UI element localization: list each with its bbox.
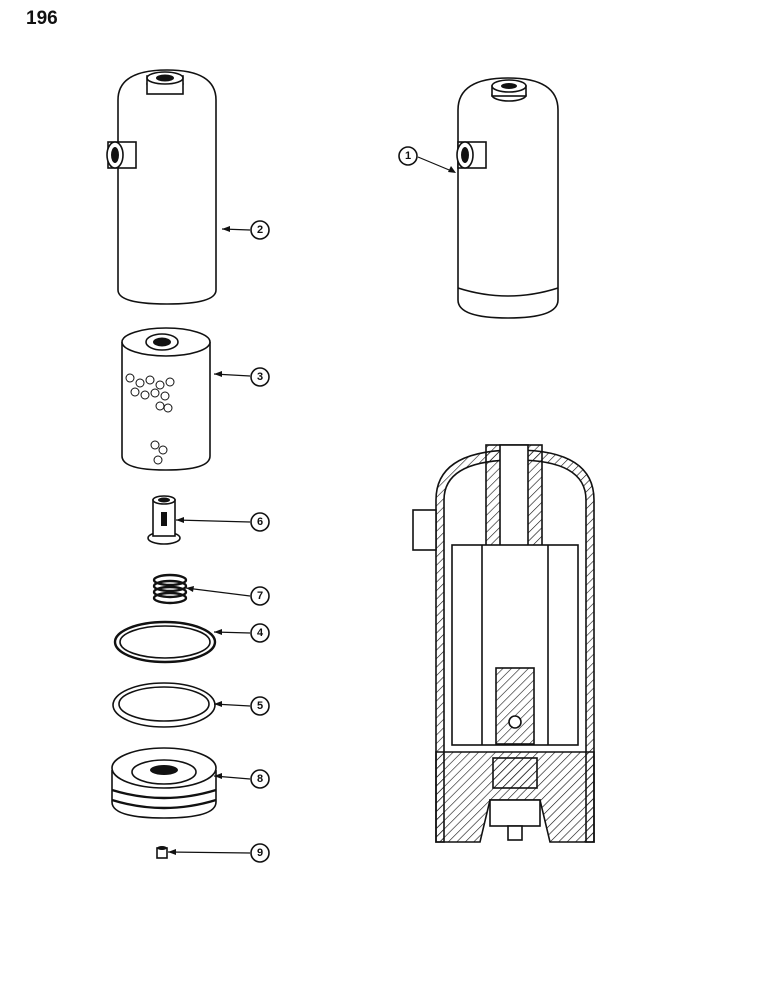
page-number: 196 [26, 8, 58, 29]
callout-7: 7 [250, 586, 270, 606]
spring [152, 573, 188, 605]
svg-text:7: 7 [257, 590, 263, 602]
cross-section-view [412, 444, 595, 843]
svg-text:6: 6 [257, 516, 263, 528]
gasket [112, 682, 216, 728]
callout-1: 1 [398, 146, 418, 166]
filter-element [121, 327, 211, 471]
svg-text:4: 4 [257, 627, 264, 639]
svg-text:9: 9 [257, 847, 263, 859]
callout-3: 3 [250, 367, 270, 387]
callout-8: 8 [250, 769, 270, 789]
plug [156, 846, 168, 859]
callout-9: 9 [250, 843, 270, 863]
svg-text:1: 1 [405, 150, 411, 162]
callout-5: 5 [250, 696, 270, 716]
filter-base [111, 747, 217, 819]
filter-housing [106, 69, 217, 305]
leader-arrowheads [168, 166, 456, 855]
svg-text:3: 3 [257, 371, 263, 383]
svg-text:2: 2 [257, 224, 263, 236]
callout-4: 4 [250, 623, 270, 643]
leader-lines [167, 156, 455, 854]
callout-6: 6 [250, 512, 270, 532]
valve [147, 495, 181, 545]
seal-ring [113, 620, 217, 664]
svg-text:5: 5 [257, 700, 263, 712]
filter-assembly [456, 77, 559, 319]
svg-text:8: 8 [257, 773, 263, 785]
callout-2: 2 [250, 220, 270, 240]
